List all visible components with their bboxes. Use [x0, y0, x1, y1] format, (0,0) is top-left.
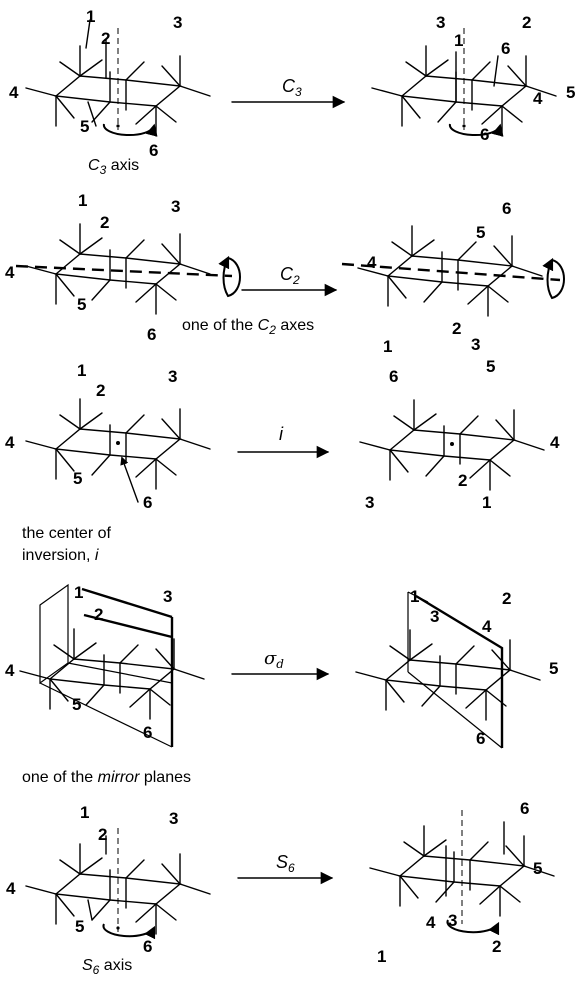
r3l-label-1: 1 [77, 361, 86, 380]
r4l-label-5: 5 [72, 695, 81, 714]
r3l-label-3: 3 [168, 367, 177, 386]
c3-operation-label: C3 [282, 76, 302, 99]
r2r-label-3: 3 [471, 335, 480, 354]
r5r-label-4: 4 [426, 913, 436, 932]
r4r-label-3: 3 [430, 607, 439, 626]
r2r-label-2: 2 [452, 319, 461, 338]
r5l-label-3: 3 [169, 809, 178, 828]
r1l-label-6: 6 [149, 141, 158, 160]
r4l-label-4: 4 [5, 661, 15, 680]
r3r-label-1: 1 [482, 493, 491, 512]
row-c3: 1 2 3 4 5 6 C3 axis C3 3 1 2 6 5 4 6 [9, 7, 575, 177]
r1l-label-5: 5 [80, 117, 89, 136]
mirror-caption: one of the mirror planes [22, 769, 191, 786]
mirror-plane-left [39, 583, 173, 748]
r2l-label-5: 5 [77, 295, 86, 314]
r4r-label-5: 5 [549, 659, 558, 678]
r1r-label-1: 1 [454, 31, 463, 50]
inversion-pointer-arrow [120, 456, 139, 503]
r3r-label-2: 2 [458, 471, 467, 490]
r5r-label-5: 5 [533, 859, 542, 878]
r1r-label-3: 3 [436, 13, 445, 32]
mirror-plane-right [407, 591, 503, 749]
chair-sigma-left [19, 583, 205, 748]
chair-c2-left [25, 223, 241, 315]
inversion-operation-label: i [279, 424, 284, 444]
r2r-label-5: 5 [476, 223, 485, 242]
r2l-label-6: 6 [147, 325, 156, 344]
c2-axes-caption: one of the C2 axes [182, 317, 314, 337]
c2-operation-label: C2 [280, 264, 300, 287]
r4r-label-6: 6 [476, 729, 485, 748]
r1l-label-1: 1 [86, 7, 95, 26]
r5l-label-4: 4 [6, 879, 16, 898]
chair-c3-right [371, 28, 557, 137]
r5r-label-3: 3 [448, 911, 457, 930]
r5r-label-6: 6 [520, 799, 529, 818]
r4l-label-6: 6 [143, 723, 152, 742]
r2r-label-4: 4 [367, 253, 377, 272]
r4l-label-3: 3 [163, 587, 172, 606]
r4l-label-2: 2 [94, 605, 103, 624]
r2l-label-1: 1 [78, 191, 87, 210]
r3l-label-2: 2 [96, 381, 105, 400]
inversion-center-dot [116, 441, 120, 445]
r2l-label-2: 2 [100, 213, 109, 232]
r4r-label-2: 2 [502, 589, 511, 608]
r2r-label-6: 6 [502, 199, 511, 218]
r3l-label-6: 6 [143, 493, 152, 512]
chair-c3-left [25, 19, 211, 137]
s6-axis-caption: S6 axis [82, 957, 132, 977]
r3r-label-6: 6 [389, 367, 398, 386]
r2l-label-3: 3 [171, 197, 180, 216]
row-mirror: 1 2 3 4 5 6 one of the mirror planes σd … [5, 583, 558, 786]
chair-i-left [25, 398, 211, 490]
r3r-label-5: 5 [486, 357, 495, 376]
inversion-caption-line1: the center of [22, 525, 112, 542]
r1r-label-4: 4 [533, 89, 543, 108]
chair-s6-left [25, 828, 211, 940]
r1l-label-4: 4 [9, 83, 19, 102]
r1r-label-2: 2 [522, 13, 531, 32]
r5l-label-2: 2 [98, 825, 107, 844]
c2-axis-line-right [341, 262, 561, 282]
r1r-label-5: 5 [566, 83, 575, 102]
sigma-operation-label: σd [264, 648, 284, 671]
chair-s6-right [369, 810, 555, 936]
r1r-label-6: 6 [501, 39, 510, 58]
r4r-label-1: 1 [410, 587, 419, 606]
row-inversion: 1 2 3 4 5 6 the center of inversion, i i… [5, 357, 560, 564]
r3r-label-4: 4 [550, 433, 560, 452]
rotation-arrow-icon-2 [448, 123, 504, 137]
row-c2: 1 2 3 4 5 6 C2 one of the C2 axes 6 5 4 … [5, 191, 565, 356]
r3l-label-5: 5 [73, 469, 82, 488]
r5r-label-2: 2 [492, 937, 501, 956]
c3-axis-caption: C3 axis [88, 157, 139, 177]
r5l-label-1: 1 [80, 803, 89, 822]
inversion-caption-line2: inversion, i [22, 547, 99, 564]
r1r-label-6b: 6 [480, 125, 489, 144]
chair-sigma-right [355, 591, 541, 749]
chair-i-right [359, 399, 545, 491]
r5l-label-5: 5 [75, 917, 84, 936]
r5r-label-1: 1 [377, 947, 386, 966]
r3r-label-3: 3 [365, 493, 374, 512]
rotation-arrow-icon [102, 123, 158, 137]
row-s6: 1 2 3 4 5 6 S6 axis S6 6 5 4 3 1 2 [6, 799, 555, 977]
r4r-label-4: 4 [482, 617, 492, 636]
r4l-label-1: 1 [74, 583, 83, 602]
r5l-label-6: 6 [143, 937, 152, 956]
s6-rotation-arrow-icon [102, 923, 156, 940]
c2-axis-line-left [15, 264, 233, 278]
r1l-label-2: 2 [101, 29, 110, 48]
chair-c2-right [357, 225, 565, 317]
r2r-label-1: 1 [383, 337, 392, 356]
c2-rotation-arrow-icon [218, 255, 241, 298]
r3l-label-4: 4 [5, 433, 15, 452]
r1l-label-3: 3 [173, 13, 182, 32]
r2l-label-4: 4 [5, 263, 15, 282]
s6-operation-label: S6 [276, 852, 295, 875]
